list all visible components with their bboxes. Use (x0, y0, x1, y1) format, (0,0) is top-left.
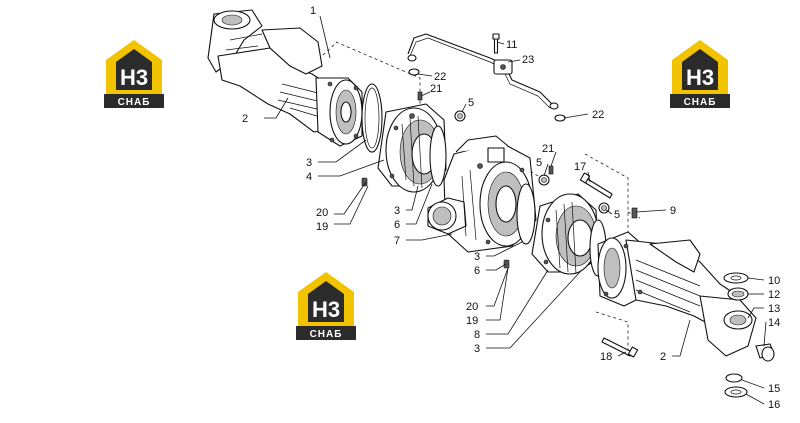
callout-14: 14 (768, 317, 780, 329)
callout-19-upper: 19 (316, 221, 328, 233)
callout-22-lower: 22 (592, 109, 604, 121)
callout-2-right: 2 (660, 351, 666, 363)
callout-23: 23 (522, 54, 534, 66)
washer-10 (723, 272, 749, 284)
brand-logo-right: H3 СНАБ (670, 40, 730, 108)
bolt-11 (492, 33, 500, 54)
breather-21-lower (548, 165, 554, 175)
plug-5-upper (454, 110, 466, 122)
washer-15 (725, 373, 743, 383)
callout-9: 9 (670, 205, 676, 217)
callout-3-upper: 3 (306, 157, 312, 169)
callout-5-mid: 5 (536, 157, 542, 169)
logo-mark: H3 (686, 65, 714, 90)
bolt-17 (579, 172, 613, 199)
axle-housing-left (207, 9, 363, 147)
callout-7: 7 (394, 235, 400, 247)
hydraulic-pipe-23 (407, 33, 559, 110)
fitting-20-19-upper (361, 177, 368, 187)
logo-label: СНАБ (684, 97, 717, 108)
callout-20-lower: 20 (466, 301, 478, 313)
callout-21-upper: 21 (430, 83, 442, 95)
logo-mark: H3 (120, 65, 148, 90)
callout-3-mid: 3 (394, 205, 400, 217)
callout-5-lower: 5 (614, 209, 620, 221)
callout-12: 12 (768, 289, 780, 301)
callout-19-lower: 19 (466, 315, 478, 327)
ring-gear-right (531, 193, 599, 275)
callout-15: 15 (768, 383, 780, 395)
callout-11: 11 (506, 39, 517, 51)
plug-5-lower (598, 202, 610, 214)
callout-3-lower: 3 (474, 251, 480, 263)
brand-logo-left: H3 СНАБ (104, 40, 164, 108)
ring-gear-left (377, 103, 447, 193)
breather-21-upper (417, 91, 423, 101)
washer-22-lower (554, 114, 566, 122)
fitting-20-19-lower (503, 259, 510, 269)
callout-4: 4 (306, 171, 312, 183)
plug-5-mid (538, 174, 550, 186)
callout-22-upper: 22 (434, 71, 446, 83)
callout-18: 18 (600, 351, 612, 363)
leader-lines (264, 15, 767, 405)
washer-22-upper (408, 68, 420, 76)
o-ring-center (516, 183, 536, 245)
callout-17: 17 (574, 161, 586, 173)
bushing-13-14 (755, 343, 775, 362)
logo-label: СНАБ (310, 329, 343, 340)
brand-logo-center: H3 СНАБ (296, 272, 356, 340)
o-ring-upper-left (361, 83, 383, 153)
callout-16: 16 (768, 399, 780, 411)
logo-label: СНАБ (118, 97, 151, 108)
callout-1: 1 (310, 5, 316, 17)
callout-20-upper: 20 (316, 207, 328, 219)
logo-mark: H3 (312, 297, 340, 322)
callout-8: 8 (474, 329, 480, 341)
callout-3-bottom: 3 (474, 343, 480, 355)
callout-6-upper: 6 (394, 219, 400, 231)
callout-2-left: 2 (242, 113, 248, 125)
callout-5-upper: 5 (468, 97, 474, 109)
bearing-12 (727, 287, 749, 301)
bolt-18 (601, 337, 639, 358)
o-ring-mid-left (429, 125, 447, 187)
callout-13: 13 (768, 303, 780, 315)
callout-10: 10 (768, 275, 780, 287)
washer-16 (724, 386, 748, 398)
axle-housing-right (597, 231, 757, 357)
screw-9 (631, 207, 638, 219)
callout-21-lower: 21 (542, 143, 554, 155)
callout-6-lower: 6 (474, 265, 480, 277)
callout-numbers: 1 2 3 4 20 19 3 6 7 3 6 20 19 8 3 11 22 … (242, 5, 780, 411)
